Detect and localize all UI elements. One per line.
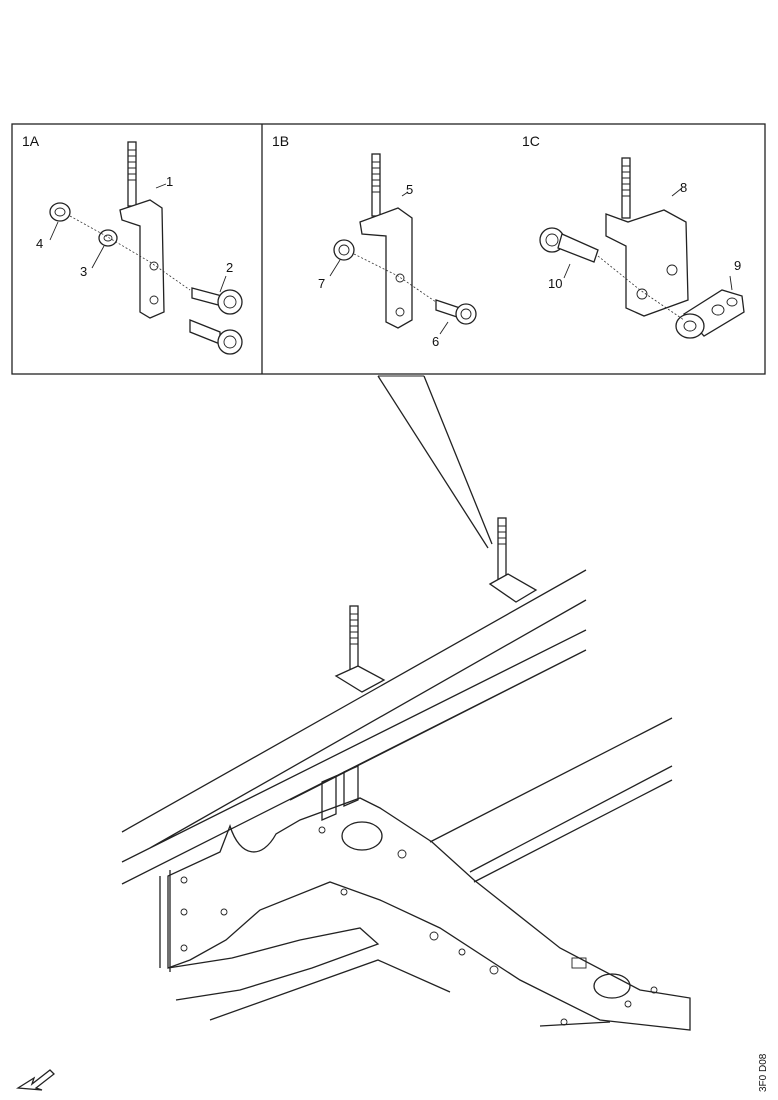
- figure-code: 3F0 D08: [758, 1053, 769, 1092]
- stud-1b: [371, 153, 381, 217]
- panel-1c-parts: 8 9 10: [539, 157, 745, 339]
- bracket-5-hole-lower: [395, 307, 405, 317]
- vehicle-frame: [121, 517, 691, 1031]
- callout-8: 8: [680, 180, 687, 195]
- bracket-5-hole-upper: [395, 273, 405, 283]
- front-direction-arrow-icon: [15, 1069, 55, 1091]
- clip-9: [675, 289, 745, 339]
- assembly-line-1c: [597, 255, 685, 321]
- callout-10: 10: [548, 276, 562, 291]
- frame-lower-plate: [167, 927, 611, 1027]
- bolt-2-lower: [189, 319, 243, 355]
- bracket-1-hole-upper: [149, 261, 159, 271]
- callout-2: 2: [226, 260, 233, 275]
- bolt-2-upper: [191, 287, 243, 315]
- bracket-8: [605, 209, 689, 317]
- callout-9: 9: [734, 258, 741, 273]
- detail-leader-lines: [377, 375, 493, 549]
- callout-4: 4: [36, 236, 43, 251]
- cross-member: [167, 797, 691, 1031]
- panel-1a-parts: 1 2 3 4: [36, 141, 243, 355]
- callout-1: 1: [166, 174, 173, 189]
- assembly-line-1a: [69, 215, 191, 291]
- nut-7: [333, 239, 355, 261]
- assembly-line-1b: [353, 253, 437, 303]
- panel-label-1c: 1C: [522, 133, 540, 149]
- panel-label-1b: 1B: [272, 133, 289, 149]
- frame-mount-bracket: [321, 765, 359, 821]
- bracket-1-hole-lower: [149, 295, 159, 305]
- stud-1a: [127, 141, 137, 207]
- callout-3: 3: [80, 264, 87, 279]
- detail-panels: 1A 1B 1C: [11, 123, 766, 375]
- frame-stud-right: [488, 517, 538, 603]
- stud-1c: [621, 157, 631, 219]
- frame-stud-left: [334, 605, 386, 693]
- frame-lower-rail: [121, 649, 587, 885]
- bracket-1: [119, 199, 165, 319]
- bolt-6: [435, 299, 477, 325]
- bracket-8-hole-lower: [636, 288, 648, 300]
- panel-frame: [11, 123, 766, 375]
- frame-vertical-member: [159, 870, 171, 972]
- washer-3: [98, 229, 118, 247]
- callout-5: 5: [406, 182, 413, 197]
- frame-upper-rail: [121, 569, 587, 863]
- bolt-10: [539, 227, 599, 263]
- bracket-5: [359, 207, 413, 329]
- frame-holes: [180, 821, 658, 1026]
- frame-rear-rails: [429, 717, 673, 883]
- bracket-8-hole-upper: [666, 264, 678, 276]
- nut-4: [49, 202, 71, 222]
- callout-6: 6: [432, 334, 439, 349]
- panel-1b-parts: 5 6 7: [318, 153, 477, 349]
- callout-7: 7: [318, 276, 325, 291]
- panel-label-1a: 1A: [22, 133, 40, 149]
